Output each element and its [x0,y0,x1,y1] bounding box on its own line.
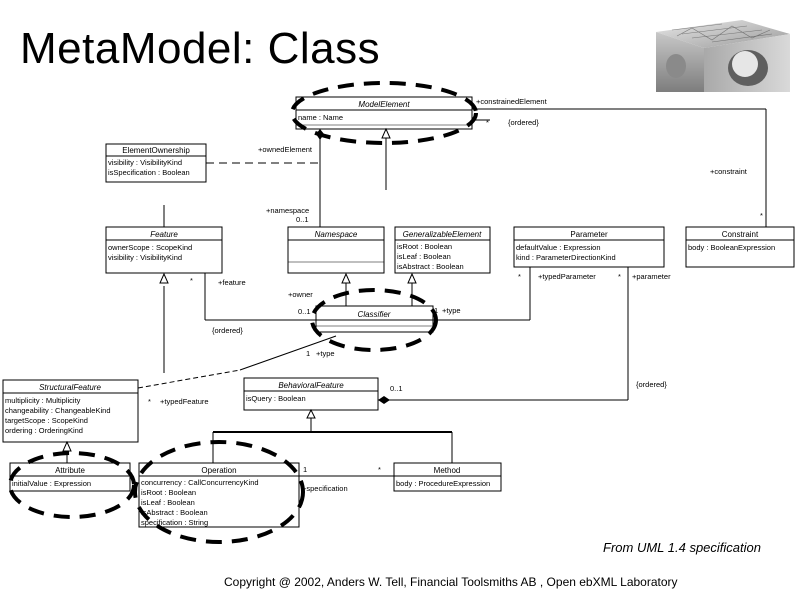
class-generalizable-element-attr: isAbstract : Boolean [397,262,464,271]
class-structural-feature-attr: ordering : OrderingKind [5,426,83,435]
class-namespace: Namespace [287,226,385,274]
class-operation-attr: isLeaf : Boolean [141,498,195,507]
class-classifier-name: Classifier [358,310,391,319]
highlight-classifier [310,288,438,352]
label-parameter: +parameter [632,272,671,281]
label-type: +type [442,306,461,315]
class-generalizable-element-name: GeneralizableElement [403,230,482,239]
class-method-attr: body : ProcedureExpression [396,479,490,488]
label-star: * [618,272,621,281]
label-star: * [486,118,489,127]
class-model-element-name: ModelElement [358,100,410,109]
logo-cube-image [652,14,792,92]
label-type: +type [316,349,335,358]
label-constraint: +constraint [710,167,748,176]
highlight-operation [133,440,305,544]
class-feature-attr: visibility : VisibilityKind [108,253,182,262]
connector-labels: +constrainedElement * {ordered} +ownedEl… [148,97,763,493]
class-operation: Operation concurrency : CallConcurrencyK… [138,462,300,528]
class-feature: Feature ownerScope : ScopeKind visibilit… [105,226,223,274]
class-constraint-name: Constraint [722,230,759,239]
class-parameter-name: Parameter [570,230,608,239]
class-behavioral-feature: BehavioralFeature isQuery : Boolean [243,377,379,411]
highlight-model-element [290,81,478,145]
class-generalizable-element-attr: isRoot : Boolean [397,242,452,251]
class-attribute-attr: initialValue : Expression [12,479,91,488]
label-typed-feature: +typedFeature [160,397,209,406]
class-element-ownership-name: ElementOwnership [122,146,190,155]
class-operation-attr: specification : String [141,518,208,527]
class-behavioral-feature-attr: isQuery : Boolean [246,394,306,403]
label-ordered: {ordered} [508,118,539,127]
class-parameter-attr: defaultValue : Expression [516,243,601,252]
class-structural-feature-attr: changeability : ChangeableKind [5,406,111,415]
connectors [62,108,767,477]
copyright-footer: Copyright @ 2002, Anders W. Tell, Financ… [224,575,678,589]
slide-title: MetaModel: Class [20,24,381,73]
source-caption: From UML 1.4 specification [603,540,761,555]
label-star: * [760,211,763,220]
class-namespace-name: Namespace [315,230,358,239]
class-parameter: Parameter defaultValue : Expression kind… [513,226,665,268]
class-method: Method body : ProcedureExpression [393,462,502,492]
class-feature-attr: ownerScope : ScopeKind [108,243,192,252]
class-element-ownership-attr: visibility : VisibilityKind [108,158,182,167]
class-generalizable-element: GeneralizableElement isRoot : Boolean is… [394,226,491,274]
class-parameter-attr: kind : ParameterDirectionKind [516,253,616,262]
class-classifier: Classifier [315,305,434,333]
class-operation-attr: concurrency : CallConcurrencyKind [141,478,259,487]
label-multiplicity: 1 [306,349,310,358]
class-structural-feature-attr: targetScope : ScopeKind [5,416,88,425]
label-multiplicity: 1 [303,465,307,474]
label-multiplicity: 0..1 [298,307,311,316]
label-multiplicity: 1 [434,306,438,315]
class-structural-feature-name: StructuralFeature [39,383,101,392]
class-structural-feature: StructuralFeature multiplicity : Multipl… [2,379,139,443]
class-attribute-name: Attribute [55,466,85,475]
label-owner: +owner [288,290,313,299]
class-generalizable-element-attr: isLeaf : Boolean [397,252,451,261]
class-operation-attr: isRoot : Boolean [141,488,196,497]
highlight-ellipses [8,81,478,544]
label-ordered: {ordered} [636,380,667,389]
label-ordered: {ordered} [212,326,243,335]
label-multiplicity: 0..1 [296,215,309,224]
label-star: * [148,397,151,406]
label-star: * [518,272,521,281]
label-multiplicity: 0..1 [390,384,403,393]
class-model-element: ModelElement name : Name [295,96,473,130]
class-structural-feature-attr: multiplicity : Multiplicity [5,396,81,405]
label-typed-parameter: +typedParameter [538,272,596,281]
class-model-element-attr: name : Name [298,113,343,122]
class-method-name: Method [434,466,461,475]
label-owned-element: +ownedElement [258,145,313,154]
label-star: * [378,465,381,474]
class-feature-name: Feature [150,230,178,239]
class-element-ownership-attr: isSpecification : Boolean [108,168,190,177]
label-specification: +specification [302,484,348,493]
label-feature: +feature [218,278,246,287]
class-attribute: Attribute initialValue : Expression [9,462,131,492]
class-constraint-attr: body : BooleanExpression [688,243,775,252]
label-star: * [190,276,193,285]
class-operation-name: Operation [201,466,236,475]
label-constrained-element: +constrainedElement [476,97,548,106]
class-constraint: Constraint body : BooleanExpression [685,226,795,268]
class-behavioral-feature-name: BehavioralFeature [278,381,344,390]
label-namespace: +namespace [266,206,309,215]
class-element-ownership: ElementOwnership visibility : Visibility… [105,143,207,183]
class-operation-attr: isAbstract : Boolean [141,508,208,517]
